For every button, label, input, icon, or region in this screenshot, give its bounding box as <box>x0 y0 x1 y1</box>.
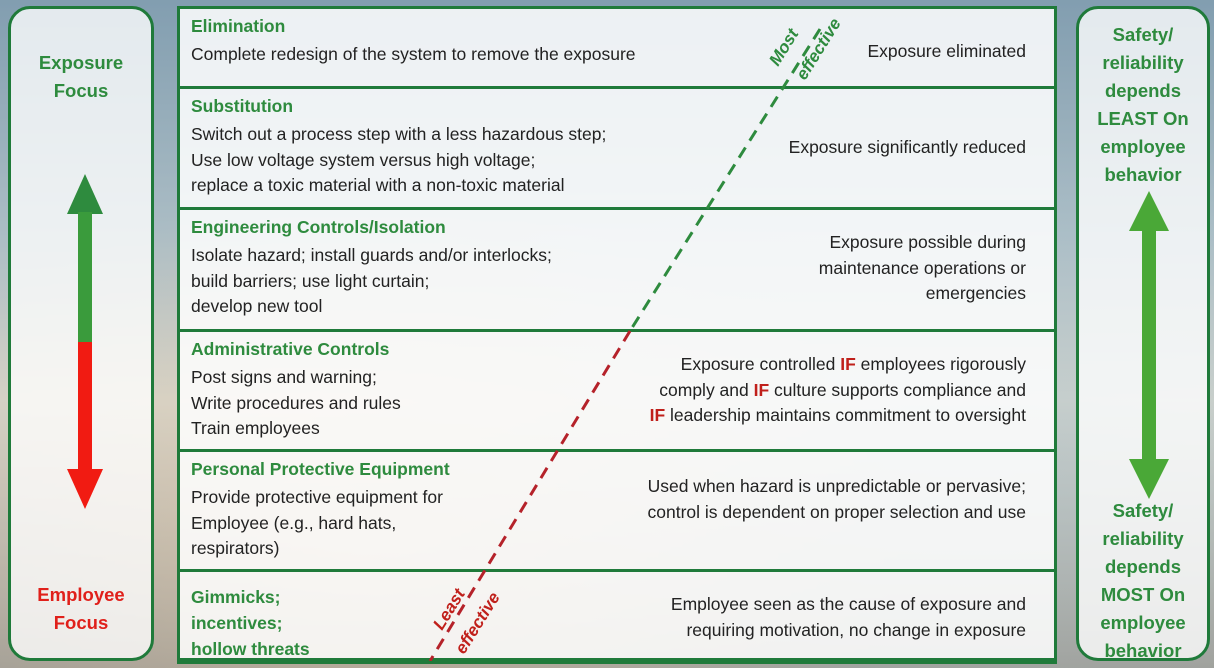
row-description: Switch out a process step with a less ha… <box>191 124 607 195</box>
row-result: Exposure possible during maintenance ope… <box>818 232 1026 303</box>
depends-most-label: Safety/ reliability depends MOST On empl… <box>1100 500 1186 661</box>
row-description: Complete redesign of the system to remov… <box>191 44 636 64</box>
row-result: Exposure eliminated <box>867 41 1026 61</box>
row-engineering-controls: Engineering Controls/Isolation Isolate h… <box>180 210 1054 332</box>
row-title: Engineering Controls/Isolation <box>191 217 446 237</box>
row-substitution: Substitution Switch out a process step w… <box>180 89 1054 210</box>
row-title: Substitution <box>191 96 294 116</box>
row-result: Used when hazard is unpredictable or per… <box>647 476 1026 522</box>
employee-focus-label: Employee Focus <box>37 584 125 633</box>
exposure-focus-panel: Exposure Focus Employee Focus <box>8 6 154 661</box>
reliability-double-arrow-icon <box>1129 191 1169 499</box>
row-title: Elimination <box>191 16 286 36</box>
depends-least-label: Safety/ reliability depends LEAST On emp… <box>1097 24 1189 185</box>
row-title: Personal Protective Equipment <box>191 459 450 479</box>
focus-double-arrow-icon <box>67 174 103 509</box>
row-result: Employee seen as the cause of exposure a… <box>670 594 1026 640</box>
row-title: Gimmicks; incentives; hollow threats <box>191 587 310 659</box>
row-personal-protective-equipment: Personal Protective Equipment Provide pr… <box>180 452 1054 572</box>
hierarchy-of-controls-table: Elimination Complete redesign of the sys… <box>177 6 1057 664</box>
exposure-focus-label: Exposure Focus <box>38 52 124 101</box>
row-description: Provide protective equipment for Employe… <box>191 487 443 558</box>
row-result: Exposure controlled IF employees rigorou… <box>649 354 1026 425</box>
safety-reliability-panel: Safety/ reliability depends LEAST On emp… <box>1076 6 1210 661</box>
row-elimination: Elimination Complete redesign of the sys… <box>180 9 1054 89</box>
row-title: Administrative Controls <box>191 339 390 359</box>
row-result: Exposure significantly reduced <box>788 137 1026 157</box>
row-description: Post signs and warning; Write procedures… <box>191 367 401 438</box>
row-description: Isolate hazard; install guards and/or in… <box>191 245 552 316</box>
row-gimmicks: Gimmicks; incentives; hollow threats Emp… <box>180 572 1054 661</box>
row-administrative-controls: Administrative Controls Post signs and w… <box>180 332 1054 452</box>
